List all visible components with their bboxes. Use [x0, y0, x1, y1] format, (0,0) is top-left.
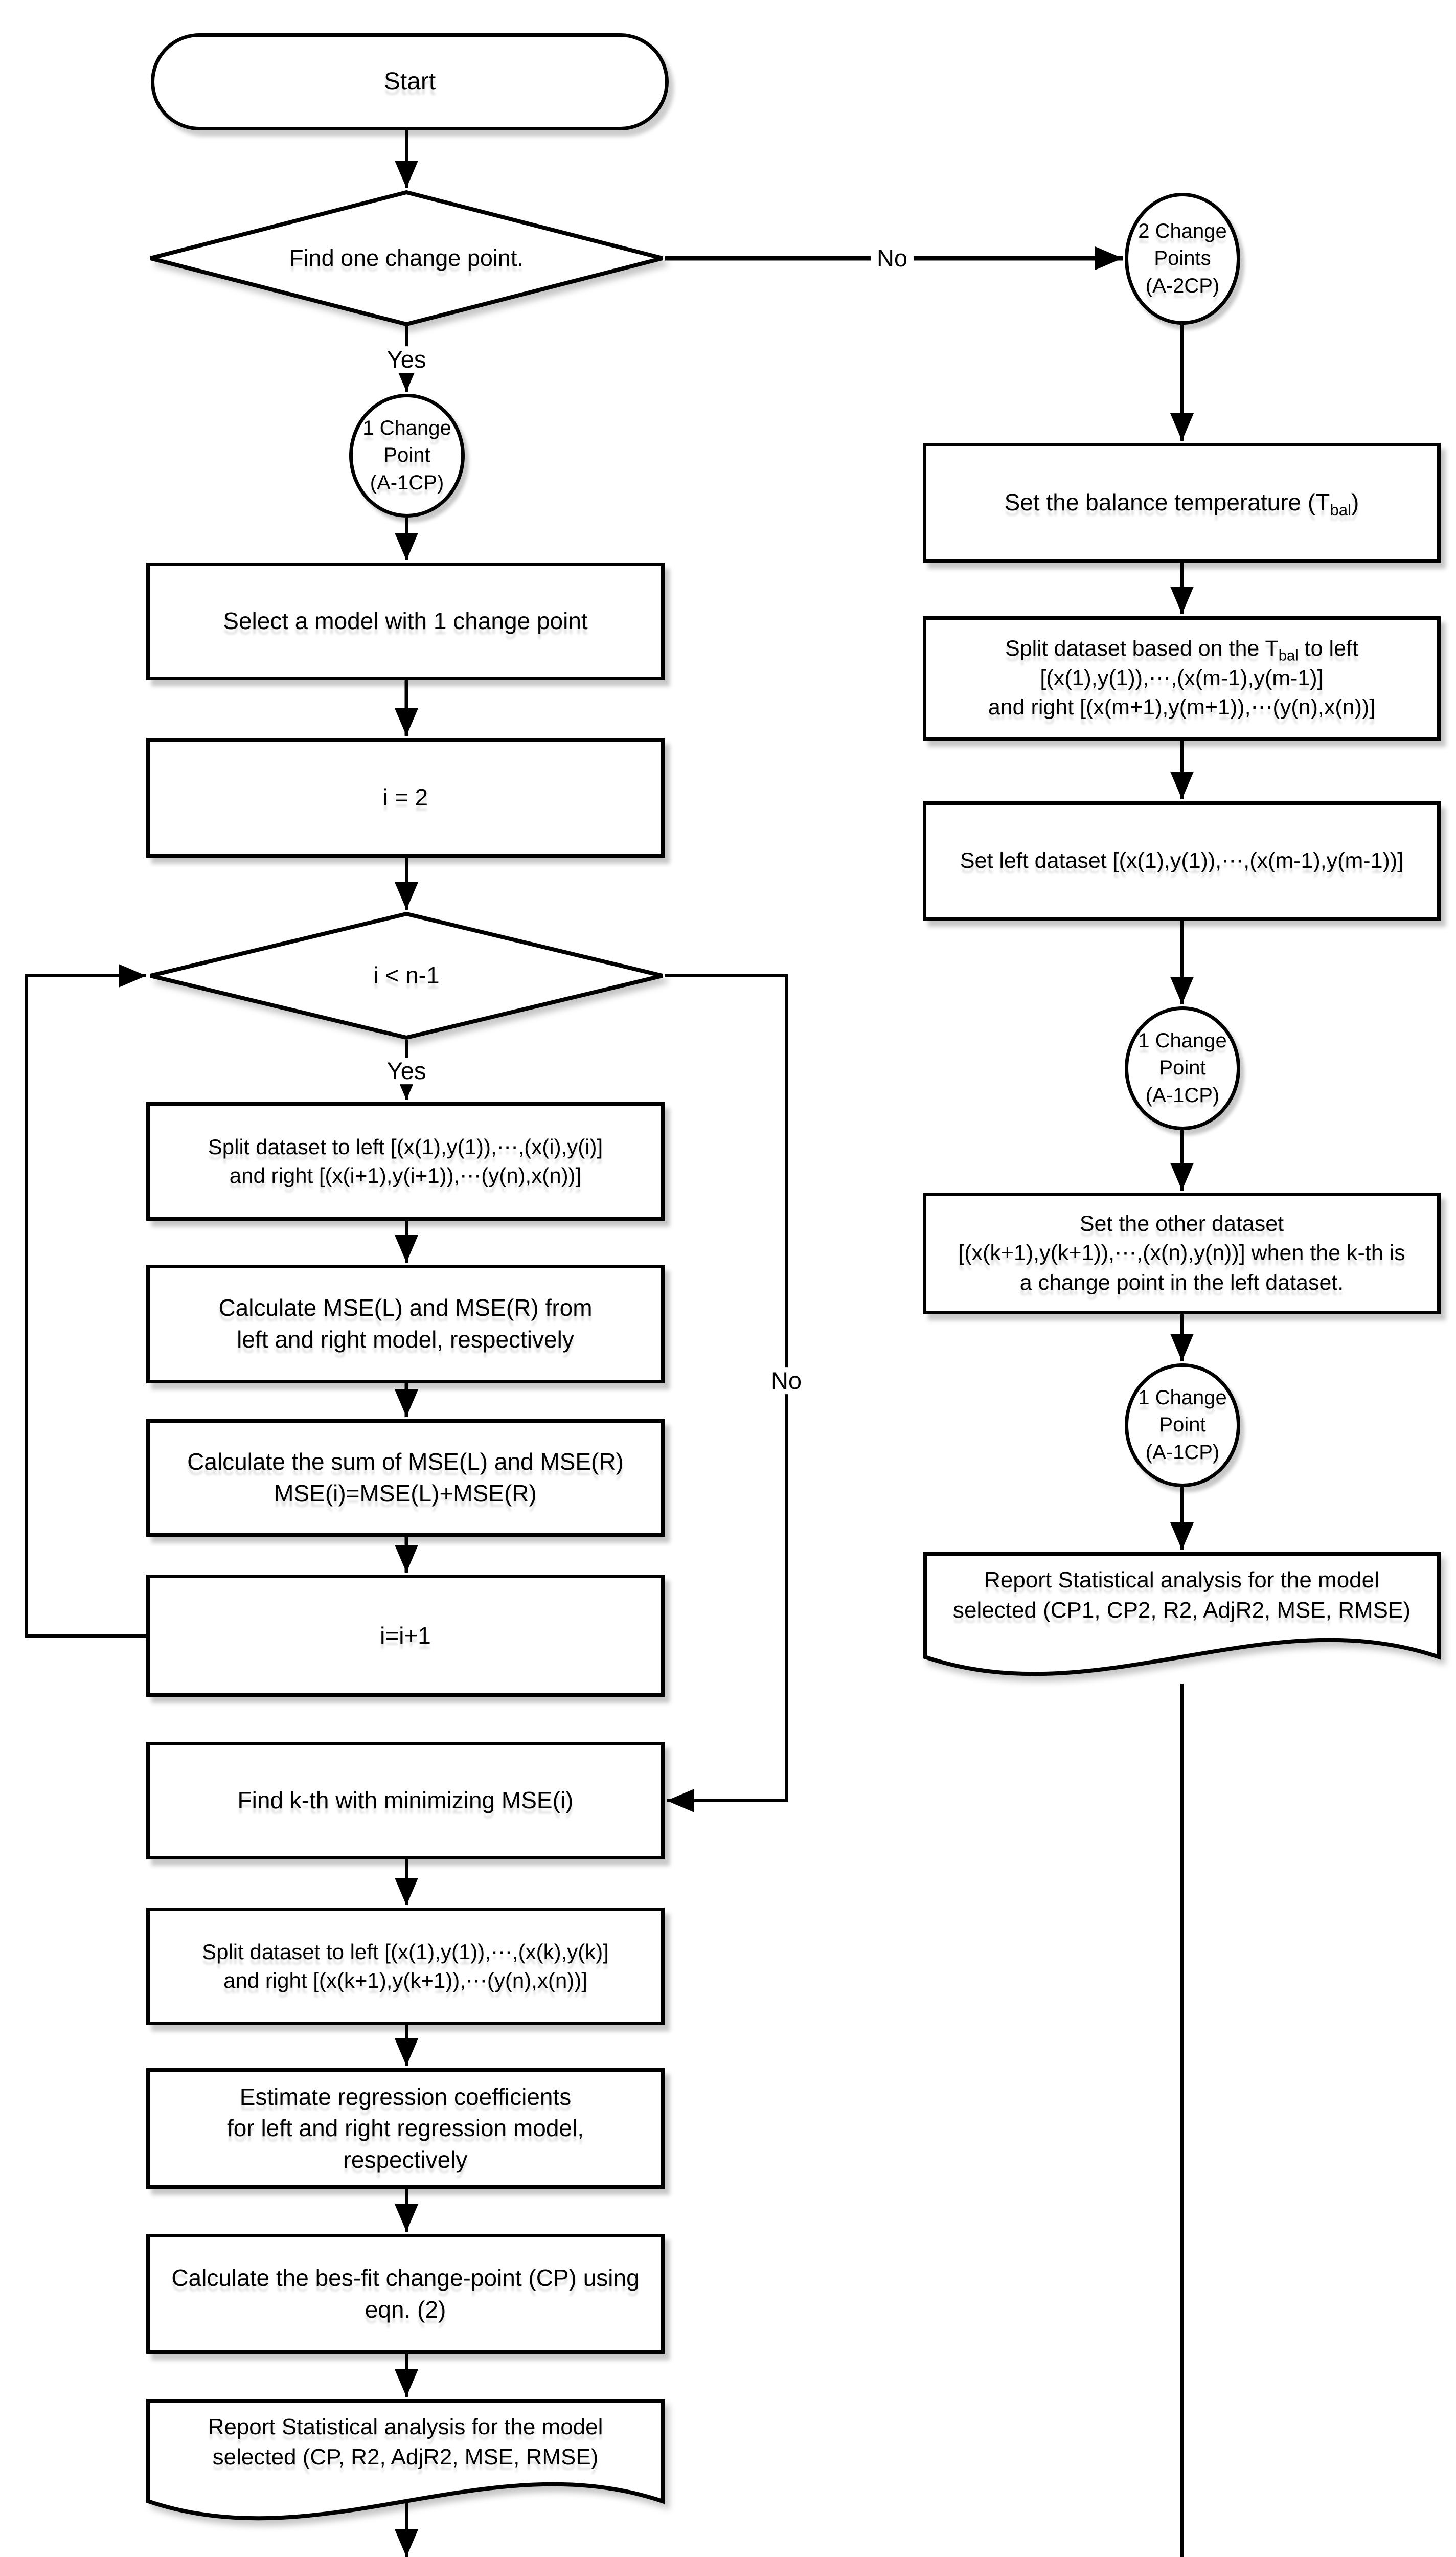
document-report-left-shape — [146, 2399, 665, 2521]
process-calculate-best-fit-cp-text: Calculate the bes-fit change-point (CP) … — [171, 2264, 640, 2291]
process-split-dataset-k-text: Split dataset to left [(x(1),y(1)),⋯,(x(… — [202, 1939, 609, 1964]
decision-find-one-change-point-text: Find one change point. — [289, 244, 524, 271]
edge-find-to-splitk-arrowhead — [395, 1878, 418, 1905]
process-select-model-text: Select a model with 1 change point — [223, 608, 588, 635]
edge-2cp-to-tbal-arrowhead — [1170, 413, 1194, 441]
process-increment-i: i=i+1 — [146, 1575, 665, 1697]
edge-condition-no-to-find-arrowhead — [667, 1789, 694, 1812]
process-calculate-mse-text: Calculate MSE(L) and MSE(R) from — [218, 1294, 593, 1321]
document-report-right-text: selected (CP1, CP2, R2, AdjR2, MSE, RMSE… — [953, 1597, 1410, 1623]
process-i-equals-2-text: i = 2 — [382, 784, 428, 811]
process-split-dataset-tbal-text: and right [(x(m+1),y(m+1)),⋯(y(n),x(n))] — [988, 695, 1376, 720]
connector-2-change-points-text: Points — [1154, 247, 1211, 270]
decision-i-less-n-1-text: i < n-1 — [373, 962, 440, 989]
edge-setleft-to-1cpb-arrowhead — [1170, 977, 1194, 1004]
connector-1-change-point-b-text: Point — [1159, 1057, 1206, 1080]
process-set-other-dataset-text: Set the other dataset — [1079, 1211, 1284, 1236]
connector-2-change-points-text: 2 Change — [1138, 219, 1227, 242]
edge-sum-to-increment-arrowhead — [395, 1545, 418, 1573]
connector-1-change-point-c-text: (A-1CP) — [1145, 1441, 1220, 1464]
process-estimate-coefficients-text: Estimate regression coefficients — [239, 2083, 572, 2110]
connector-1-change-point-a-text: (A-1CP) — [370, 471, 444, 494]
edge-1cpb-to-other-arrowhead — [1170, 1163, 1194, 1191]
process-estimate-coefficients-text: respectively — [343, 2146, 468, 2173]
process-set-balance-temperature: Set the balance temperature (Tbal) — [923, 443, 1441, 563]
start-terminator-text: Start — [383, 68, 436, 95]
process-calculate-mse: Calculate MSE(L) and MSE(R) from left and… — [146, 1265, 665, 1383]
process-split-dataset-tbal-text: Split dataset based on the Tbal to left — [1005, 636, 1358, 664]
decision-i-less-n-1-shape — [150, 911, 663, 1040]
process-select-model: Select a model with 1 change point — [146, 563, 665, 680]
edge-splitm-to-setleft-arrowhead — [1170, 772, 1194, 799]
edge-report-right-to-end — [1180, 1684, 1184, 2557]
edge-1cp-to-select-arrowhead — [395, 533, 418, 560]
decision-find-one-change-point-shape — [150, 190, 663, 327]
label-yes-branch-top: Yes — [380, 346, 433, 373]
edge-split-to-calc-arrowhead — [395, 1235, 418, 1263]
edge-tbal-to-splitm-arrowhead — [1170, 587, 1194, 614]
process-set-other-dataset: Set the other dataset [(x(k+1),y(k+1)),⋯,… — [923, 1193, 1441, 1314]
process-i-equals-2: i = 2 — [146, 738, 665, 858]
process-increment-i-text: i=i+1 — [380, 1622, 431, 1649]
process-split-dataset-i-text: Split dataset to left [(x(1),y(1)),⋯,(x(… — [208, 1134, 603, 1159]
document-report-right-shape — [923, 1552, 1441, 1676]
start-terminator: Start — [151, 33, 669, 130]
connector-1-change-point-a-text: 1 Change — [362, 416, 451, 439]
process-split-dataset-tbal-text: [(x(1),y(1)),⋯,(x(m-1),y(m-1)] — [1040, 665, 1324, 690]
process-calculate-best-fit-cp: Calculate the bes-fit change-point (CP) … — [146, 2234, 665, 2354]
document-report-right: Report Statistical analysis for the mode… — [923, 1552, 1441, 1713]
edge-1cpc-to-report-arrowhead — [1170, 1522, 1194, 1550]
edge-start-to-decision-arrowhead — [395, 161, 418, 188]
document-report-right-text: Report Statistical analysis for the mode… — [984, 1567, 1379, 1592]
edge-decision-no-to-2cp-arrowhead — [1095, 246, 1123, 270]
edge-loop-back — [25, 974, 146, 1638]
connector-1-change-point-b-text: (A-1CP) — [1145, 1084, 1220, 1107]
process-calculate-sum-mse: Calculate the sum of MSE(L) and MSE(R) MS… — [146, 1419, 665, 1537]
decision-i-less-n-1: i < n-1 — [148, 911, 665, 1040]
process-split-dataset-k-text: and right [(x(k+1),y(k+1)),⋯(y(n),x(n))] — [223, 1968, 587, 1992]
process-split-dataset-tbal: Split dataset based on the Tbal to left[… — [923, 616, 1441, 741]
process-find-k-th: Find k-th with minimizing MSE(i) — [146, 1742, 665, 1859]
connector-1-change-point-c-text: 1 Change — [1138, 1386, 1227, 1409]
process-split-dataset-i: Split dataset to left [(x(1),y(1)),⋯,(x(… — [146, 1102, 665, 1221]
edge-cp-to-report-arrowhead — [395, 2369, 418, 2397]
connector-1-change-point-b-text: 1 Change — [1138, 1029, 1227, 1052]
edge-splitk-to-estimate-arrowhead — [395, 2038, 418, 2066]
process-calculate-mse-text: left and right model, respectively — [237, 1326, 574, 1353]
process-split-dataset-i-text: and right [(x(i+1),y(i+1)),⋯(y(n),x(n))] — [229, 1163, 582, 1187]
connector-1-change-point-a-text: Point — [383, 444, 430, 467]
edge-select-to-i2-arrowhead — [395, 708, 418, 736]
process-estimate-coefficients-text: for left and right regression model, — [226, 2115, 584, 2142]
process-set-other-dataset-text: [(x(k+1),y(k+1)),⋯,(x(n),y(n))] when the… — [958, 1241, 1405, 1266]
edge-report-to-end-arrowhead — [395, 2529, 418, 2557]
decision-find-one-change-point: Find one change point. — [148, 190, 665, 327]
connector-1-change-point-c-text: Point — [1159, 1414, 1206, 1437]
document-report-left-text: Report Statistical analysis for the mode… — [208, 2414, 603, 2439]
edge-loop-back-arrowhead — [119, 964, 146, 988]
edge-estimate-to-cp-arrowhead — [395, 2204, 418, 2232]
process-calculate-sum-mse-text: MSE(i)=MSE(L)+MSE(R) — [274, 1480, 537, 1507]
process-split-dataset-k: Split dataset to left [(x(1),y(1)),⋯,(x(… — [146, 1908, 665, 2025]
label-yes-branch-loop: Yes — [380, 1058, 433, 1084]
label-no-branch-top: No — [870, 245, 914, 272]
edge-i2-to-condition-arrowhead — [395, 882, 418, 910]
label-no-branch-loop: No — [764, 1367, 808, 1394]
process-set-left-dataset-text: Set left dataset [(x(1),y(1)),⋯,(x(m-1),… — [960, 848, 1404, 873]
process-estimate-coefficients: Estimate regression coefficients for left… — [146, 2068, 665, 2189]
document-report-left: Report Statistical analysis for the mode… — [146, 2399, 665, 2557]
connector-2-change-points-text: (A-2CP) — [1145, 274, 1220, 297]
process-set-left-dataset: Set left dataset [(x(1),y(1)),⋯,(x(m-1),… — [923, 801, 1441, 921]
document-report-left-text: selected (CP, R2, AdjR2, MSE, RMSE) — [212, 2444, 599, 2470]
edge-calc-to-sum-arrowhead — [395, 1389, 418, 1417]
process-calculate-best-fit-cp-text: eqn. (2) — [365, 2296, 446, 2323]
edge-other-to-1cpc-arrowhead — [1170, 1334, 1194, 1361]
process-set-other-dataset-text: a change point in the left dataset. — [1019, 1270, 1344, 1295]
process-find-k-th-text: Find k-th with minimizing MSE(i) — [237, 1787, 574, 1814]
process-calculate-sum-mse-text: Calculate the sum of MSE(L) and MSE(R) — [187, 1448, 624, 1475]
process-set-balance-temperature-text: Set the balance temperature (Tbal) — [1004, 489, 1359, 520]
